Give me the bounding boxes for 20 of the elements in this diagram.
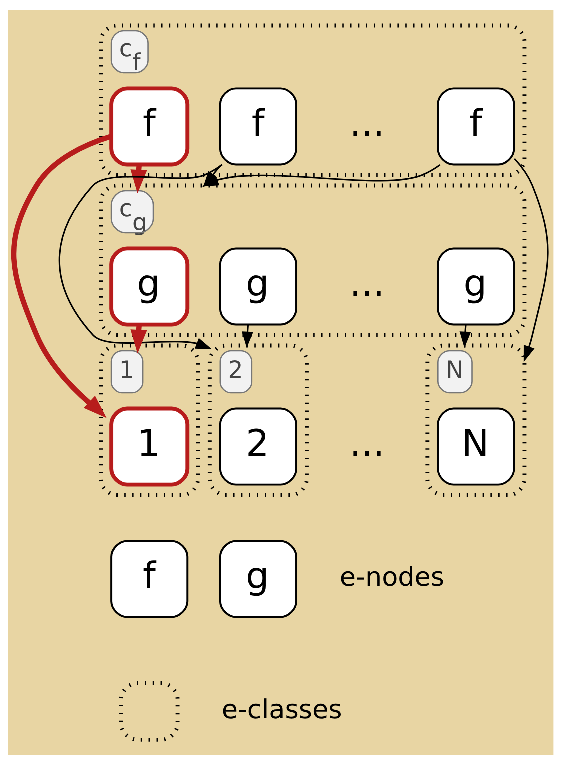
arrow — [242, 324, 254, 348]
label: ... — [350, 261, 385, 304]
node-box: g — [437, 247, 516, 326]
node-box — [119, 681, 180, 742]
node-box: f — [219, 87, 298, 166]
node-box: g — [219, 540, 298, 618]
arrow — [12, 134, 112, 418]
node-box: 1 — [110, 406, 190, 486]
node-box: f — [110, 540, 189, 618]
legend-label: e-classes — [222, 694, 342, 725]
node-box: g — [110, 246, 190, 326]
label: ... — [350, 101, 385, 144]
node-box: f — [437, 87, 516, 166]
arrow — [460, 324, 472, 348]
node-box: g — [219, 247, 298, 326]
node-box: 2 — [219, 407, 298, 486]
node-box: N — [437, 407, 516, 486]
label: ... — [350, 421, 385, 464]
node-box: f — [110, 86, 190, 166]
legend-label: e-nodes — [340, 562, 445, 592]
